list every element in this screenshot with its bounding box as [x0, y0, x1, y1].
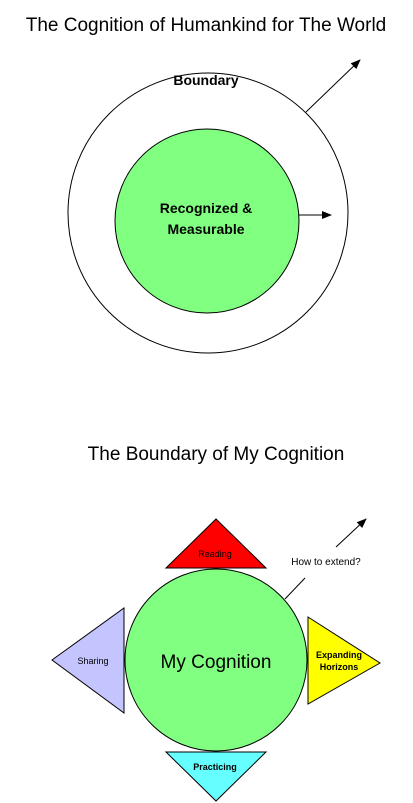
practicing-label: Practicing [193, 762, 237, 772]
recognized-measurable-circle [114, 128, 300, 314]
practicing-triangle [164, 751, 268, 802]
expanding-label-line2: Horizons [320, 662, 359, 672]
top-diagram-title: The Cognition of Humankind for The World [26, 15, 386, 36]
reading-label: Reading [198, 549, 232, 559]
recognized-label-line1: Recognized & [160, 200, 253, 216]
expanding-label-line1: Expanding [316, 650, 362, 660]
sharing-label: Sharing [77, 656, 108, 666]
my-cognition-label: My Cognition [161, 652, 272, 673]
extend-question-label: How to extend? [291, 557, 361, 568]
cognition-extension-line [284, 577, 306, 600]
boundary-expansion-arrow [305, 59, 361, 113]
recognized-label-line2: Measurable [167, 221, 244, 237]
expanding-horizons-triangle [307, 616, 381, 705]
my-cognition-circle [124, 568, 308, 752]
bottom-diagram-title: The Boundary of My Cognition [88, 444, 345, 465]
boundary-label: Boundary [173, 72, 239, 88]
reading-triangle [164, 518, 268, 569]
sharing-triangle [51, 607, 125, 714]
cognition-extension-arrow [335, 518, 367, 548]
